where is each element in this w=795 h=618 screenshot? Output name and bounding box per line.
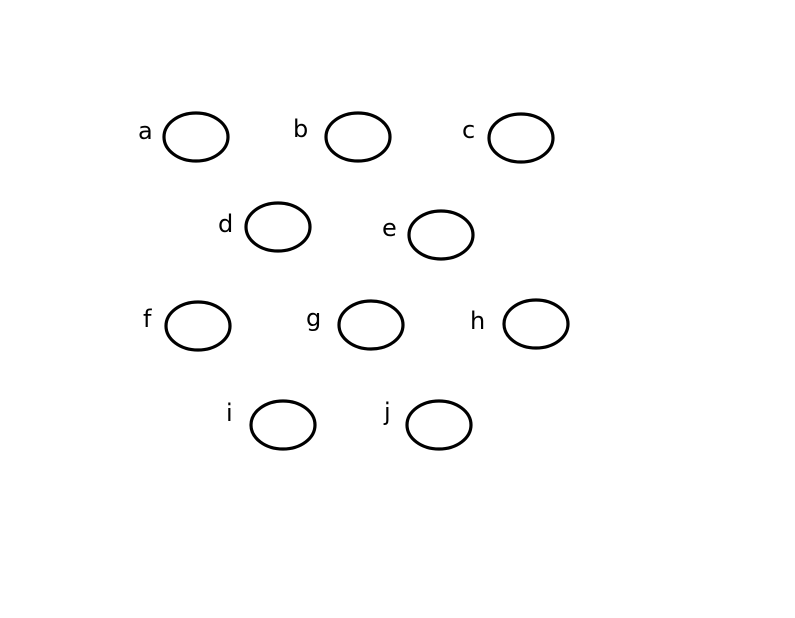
node-b-label: b xyxy=(293,115,308,143)
node-f-label: f xyxy=(143,305,152,333)
node-a: a xyxy=(138,111,230,163)
node-g-label: g xyxy=(306,304,321,332)
node-j-label: j xyxy=(383,398,391,426)
node-h-ellipse xyxy=(502,298,570,350)
node-f-ellipse xyxy=(164,300,232,352)
node-d-ellipse xyxy=(244,201,312,253)
node-e-ellipse xyxy=(407,209,475,261)
node-i: i xyxy=(226,399,317,451)
node-b: b xyxy=(293,111,392,163)
node-j-ellipse xyxy=(405,399,473,451)
node-d-label: d xyxy=(218,210,233,238)
node-a-ellipse xyxy=(162,111,230,163)
node-c-label: c xyxy=(462,116,475,144)
node-j: j xyxy=(383,398,473,451)
node-b-ellipse xyxy=(324,111,392,163)
node-h-label: h xyxy=(470,307,485,335)
node-e-label: e xyxy=(382,214,397,242)
node-f: f xyxy=(143,300,232,352)
node-a-label: a xyxy=(138,117,153,145)
node-e: e xyxy=(382,209,475,261)
node-i-ellipse xyxy=(249,399,317,451)
node-i-label: i xyxy=(226,399,233,427)
node-g: g xyxy=(306,299,405,351)
node-g-ellipse xyxy=(337,299,405,351)
node-d: d xyxy=(218,201,312,253)
node-c: c xyxy=(462,112,555,164)
node-h: h xyxy=(470,298,570,350)
node-c-ellipse xyxy=(487,112,555,164)
